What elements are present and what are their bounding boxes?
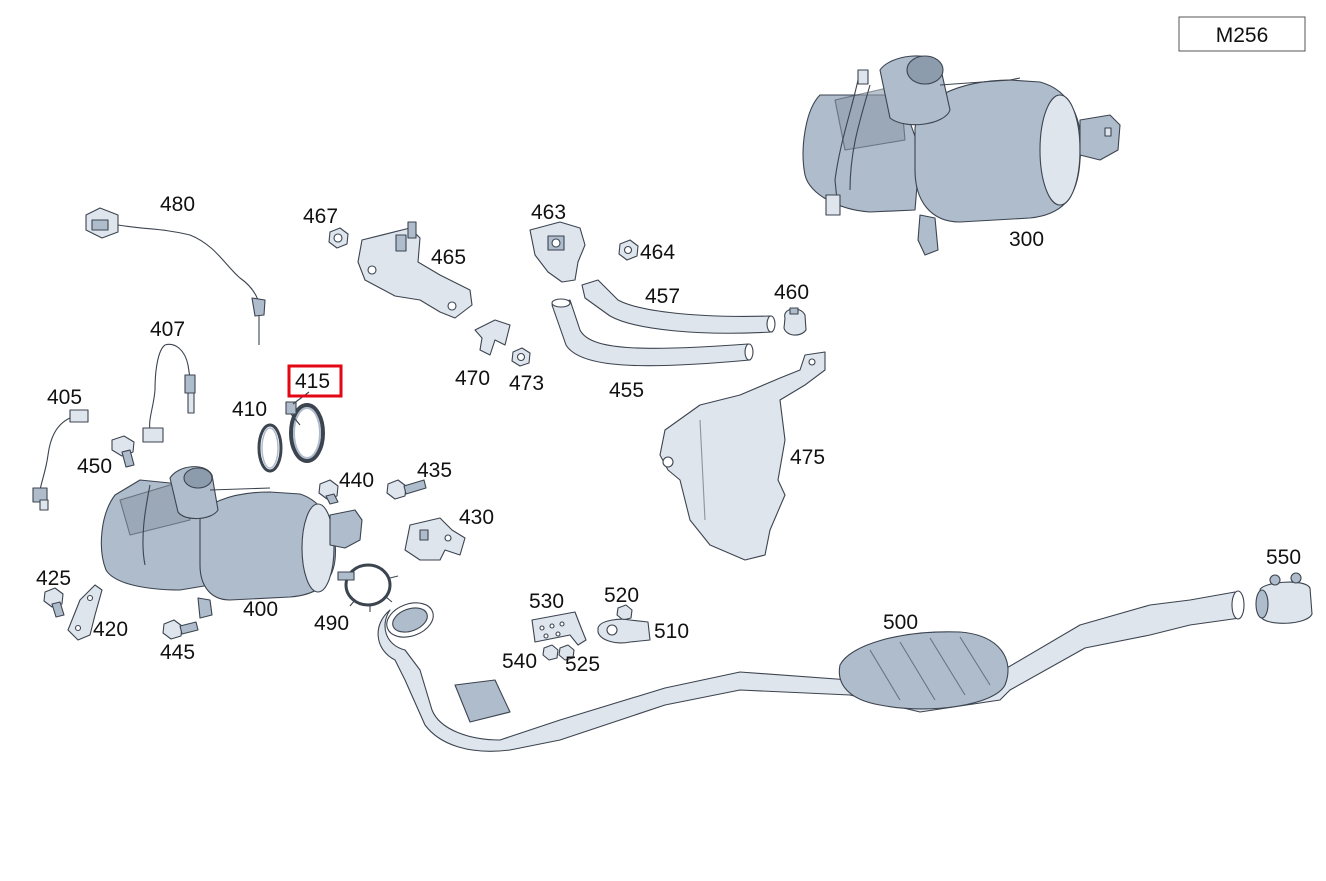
part-464-drawing[interactable] [618, 239, 639, 261]
callout-450[interactable]: 450 [77, 455, 112, 478]
callout-490[interactable]: 490 [314, 612, 349, 635]
part-510-drawing[interactable] [597, 618, 651, 644]
part-440-drawing[interactable] [318, 479, 339, 505]
part-465-drawing[interactable] [357, 221, 473, 319]
part-540-drawing[interactable] [542, 644, 559, 661]
callout-530[interactable]: 530 [529, 590, 564, 613]
callout-425[interactable]: 425 [36, 567, 71, 590]
callout-510[interactable]: 510 [654, 620, 689, 643]
callout-420[interactable]: 420 [93, 618, 128, 641]
callout-410[interactable]: 410 [232, 398, 267, 421]
callout-430[interactable]: 430 [459, 506, 494, 529]
part-415-drawing[interactable] [285, 401, 325, 463]
part-457-drawing[interactable] [581, 279, 776, 334]
model-code: M256 [1216, 24, 1269, 47]
highlight-box-415 [287, 364, 343, 398]
callout-464[interactable]: 464 [640, 241, 675, 264]
part-455-drawing[interactable] [551, 298, 754, 367]
callout-labels: 300 400 405 407 410 415 420 425 430 435 … [36, 193, 1301, 676]
part-525-drawing[interactable] [558, 644, 575, 661]
part-300-drawing[interactable] [802, 55, 1121, 256]
part-405-drawing[interactable] [32, 409, 89, 511]
part-445-drawing[interactable] [162, 619, 199, 640]
part-530-drawing[interactable] [531, 611, 587, 646]
part-435-drawing[interactable] [386, 479, 427, 500]
part-450-drawing[interactable] [111, 435, 135, 468]
part-520-drawing[interactable] [616, 604, 633, 621]
part-400-drawing[interactable] [100, 466, 363, 619]
part-480-drawing[interactable] [85, 207, 266, 345]
part-490-drawing[interactable] [337, 563, 399, 612]
part-473-drawing[interactable] [511, 347, 531, 367]
part-430-drawing[interactable] [404, 517, 466, 561]
callout-465[interactable]: 465 [431, 246, 466, 269]
callout-475[interactable]: 475 [790, 446, 825, 469]
callout-540[interactable]: 540 [502, 650, 537, 673]
callout-460[interactable]: 460 [774, 281, 809, 304]
part-463-drawing[interactable] [529, 221, 586, 283]
callout-467[interactable]: 467 [303, 205, 338, 228]
callout-525[interactable]: 525 [565, 653, 600, 676]
callout-463[interactable]: 463 [531, 201, 566, 224]
callout-445[interactable]: 445 [160, 641, 195, 664]
callout-407[interactable]: 407 [150, 318, 185, 341]
part-500-drawing[interactable] [377, 590, 1245, 752]
part-475-drawing[interactable] [659, 351, 826, 561]
callout-400[interactable]: 400 [243, 598, 278, 621]
callout-415[interactable]: 415 [295, 370, 330, 393]
callout-520[interactable]: 520 [604, 584, 639, 607]
callout-473[interactable]: 473 [509, 372, 544, 395]
callout-470[interactable]: 470 [455, 367, 490, 390]
part-470-drawing[interactable] [474, 319, 511, 356]
part-410-drawing[interactable] [257, 423, 283, 473]
part-550-drawing[interactable] [1255, 572, 1313, 624]
callout-300[interactable]: 300 [1009, 228, 1044, 251]
part-407-drawing[interactable] [142, 343, 196, 443]
callout-435[interactable]: 435 [417, 459, 452, 482]
part-460-drawing[interactable] [783, 307, 807, 336]
part-420-drawing[interactable] [67, 584, 103, 641]
callout-405[interactable]: 405 [47, 386, 82, 409]
callout-550[interactable]: 550 [1266, 546, 1301, 569]
leader-lines [292, 391, 310, 405]
callout-457[interactable]: 457 [645, 285, 680, 308]
callout-500[interactable]: 500 [883, 611, 918, 634]
callout-440[interactable]: 440 [339, 469, 374, 492]
part-425-drawing[interactable] [43, 587, 65, 618]
callout-480[interactable]: 480 [160, 193, 195, 216]
model-code-box: M256 [1178, 16, 1306, 52]
callout-455[interactable]: 455 [609, 379, 644, 402]
part-467-drawing[interactable] [328, 227, 349, 249]
